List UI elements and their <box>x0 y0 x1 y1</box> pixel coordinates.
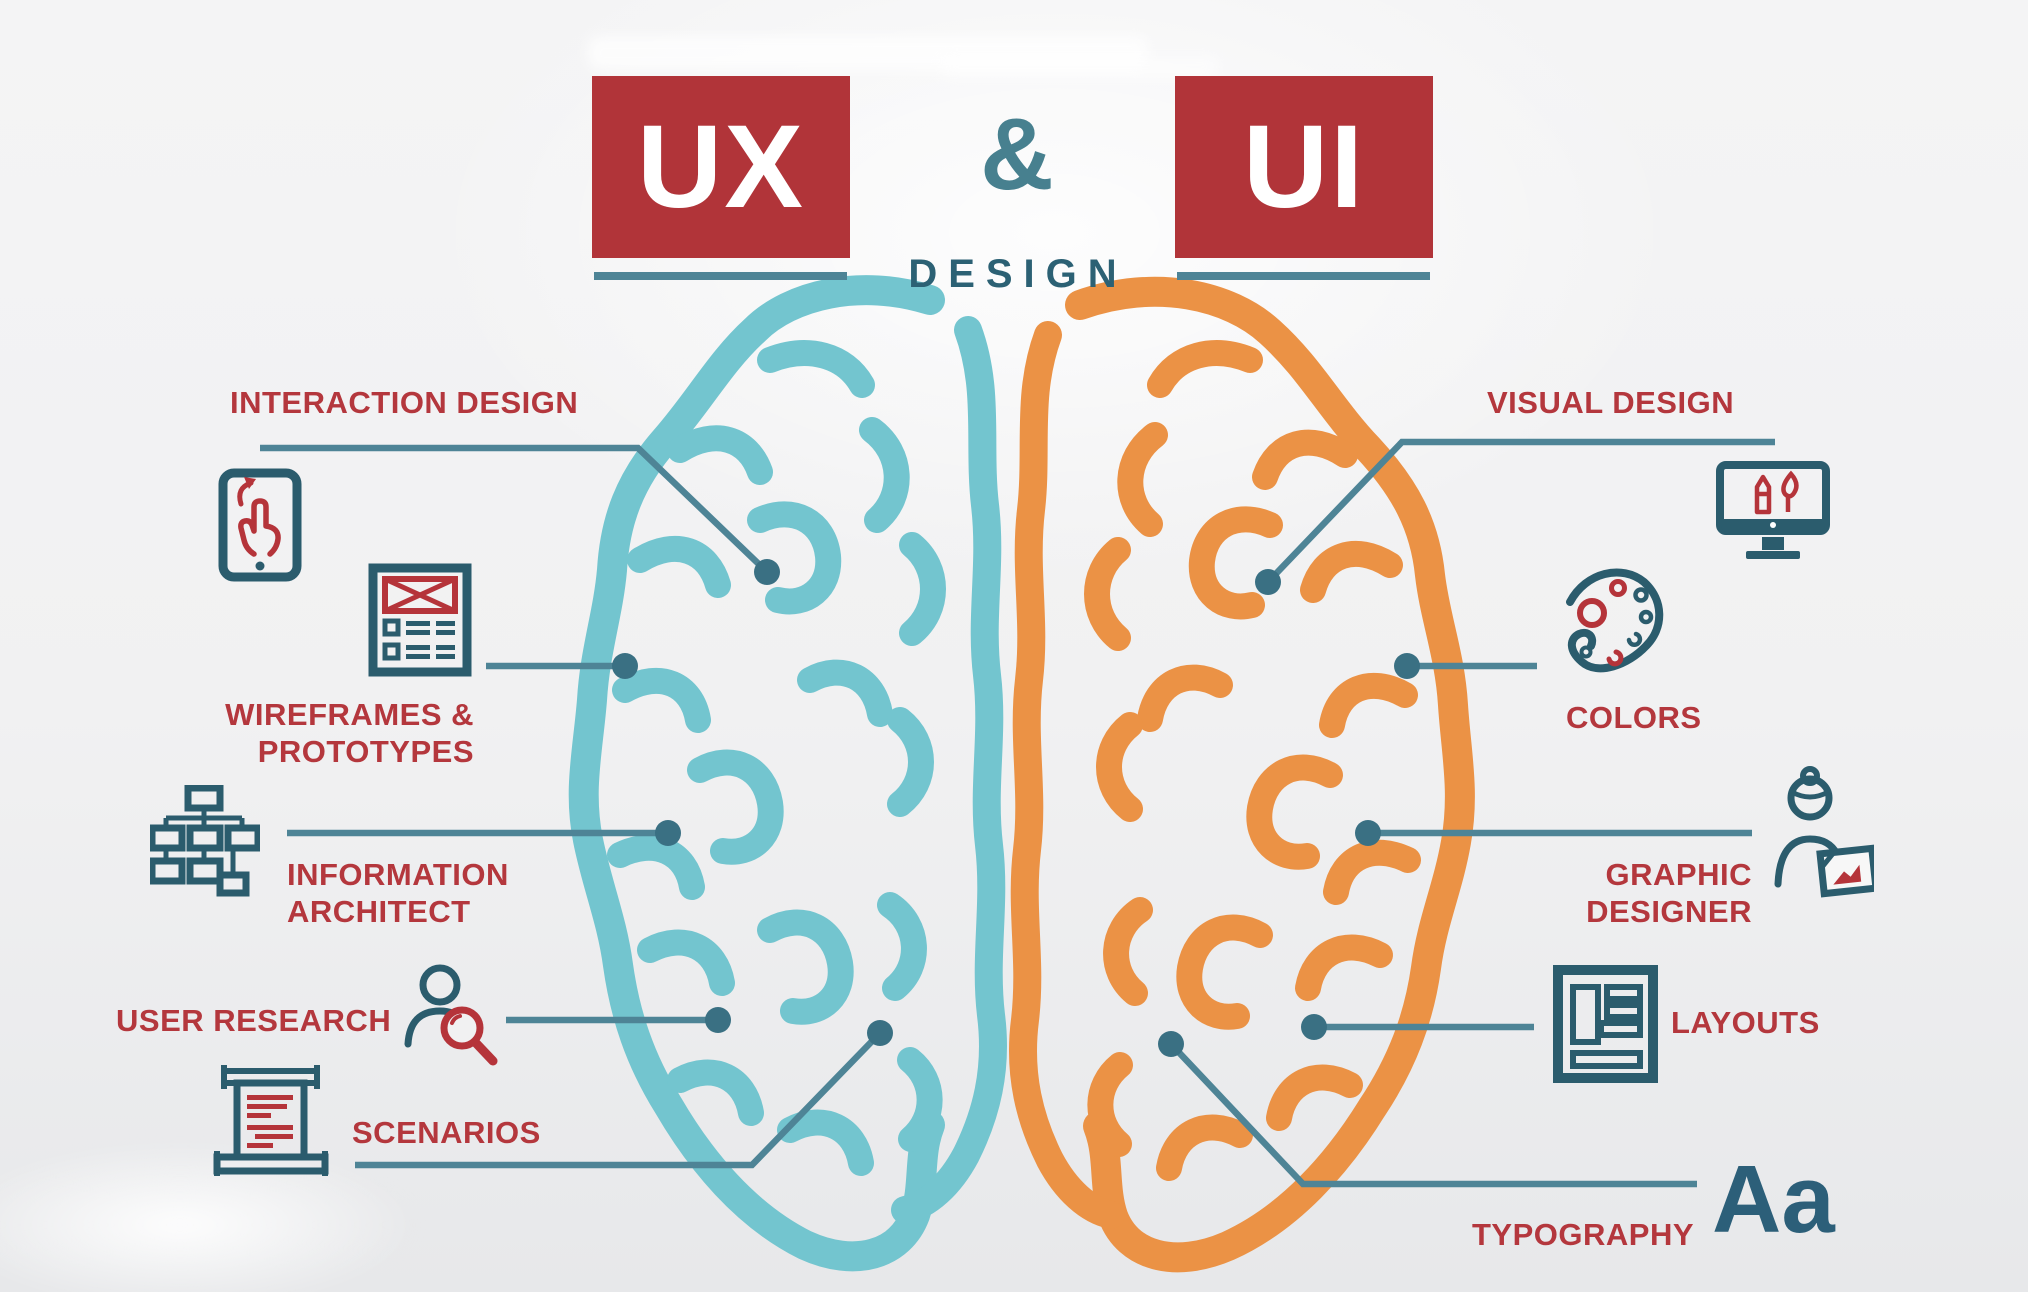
tablet-gesture-icon <box>218 468 302 582</box>
ux-underline <box>594 272 847 280</box>
brain-right-hemisphere <box>1009 276 1475 1273</box>
connector-dot <box>705 1007 731 1033</box>
connector-dot <box>612 653 638 679</box>
ui-underline <box>1177 272 1430 280</box>
layout-grid-icon <box>1553 965 1658 1083</box>
typography-sample-aa: Aa <box>1712 1146 1835 1253</box>
connector-scenarios <box>355 1031 882 1169</box>
connector-lines <box>260 438 1775 1188</box>
connector-interaction-design <box>260 444 770 575</box>
ui-title: UI <box>1243 101 1365 233</box>
paint-palette-icon <box>1566 568 1664 673</box>
connector-visual-design <box>1265 438 1775 585</box>
connector-dot <box>754 559 780 585</box>
connector-dot <box>1355 820 1381 846</box>
brain-left-hemisphere <box>568 275 1007 1272</box>
connector-dots <box>612 559 1420 1057</box>
background-cloud <box>0 1140 420 1292</box>
connector-dot <box>1394 653 1420 679</box>
monitor-design-tools-icon <box>1716 461 1830 559</box>
connector-dot <box>1301 1014 1327 1040</box>
label-information-architect: INFORMATION ARCHITECT <box>287 857 509 929</box>
ampersand-text: & <box>980 97 1054 211</box>
label-visual-design: VISUAL DESIGN <box>1487 385 1735 420</box>
label-layouts: LAYOUTS <box>1671 1005 1820 1040</box>
connector-dot <box>867 1020 893 1046</box>
label-graphic-designer: GRAPHIC DESIGNER <box>1586 857 1752 929</box>
label-scenarios: SCENARIOS <box>352 1115 541 1150</box>
sitemap-icon <box>150 785 260 897</box>
person-magnifier-icon <box>404 964 498 1066</box>
connector-dot <box>1158 1031 1184 1057</box>
wireframe-document-icon <box>368 563 472 677</box>
ux-title-box: UX <box>592 76 850 258</box>
label-colors: COLORS <box>1566 700 1702 735</box>
artifact-smudge <box>940 56 1220 78</box>
connector-typography <box>1168 1041 1697 1188</box>
designer-person-icon <box>1774 766 1874 898</box>
scroll-document-icon <box>213 1065 329 1176</box>
ux-title: UX <box>637 101 805 233</box>
label-interaction-design: INTERACTION DESIGN <box>230 385 579 420</box>
label-typography: TYPOGRAPHY <box>1472 1217 1695 1252</box>
ui-title-box: UI <box>1175 76 1433 258</box>
label-wireframes-prototypes: WIREFRAMES & PROTOTYPES <box>225 697 474 769</box>
design-subtitle: DESIGN <box>908 252 1128 296</box>
connector-dot <box>655 820 681 846</box>
label-user-research: USER RESEARCH <box>116 1003 392 1038</box>
connector-dot <box>1255 569 1281 595</box>
